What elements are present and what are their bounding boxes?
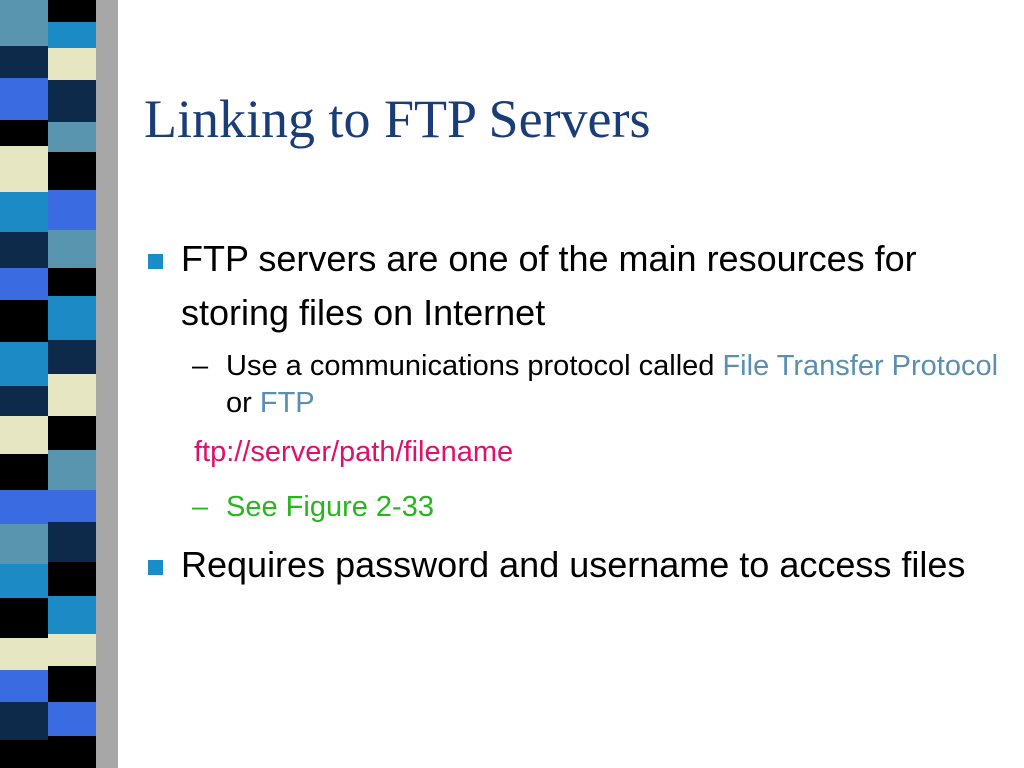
strip-tile: [48, 702, 96, 736]
strip-column-left: [0, 0, 48, 768]
strip-tile: [48, 296, 96, 340]
square-bullet-icon: [148, 254, 163, 269]
strip-tile: [0, 342, 48, 386]
highlight-ftp: FTP: [259, 387, 315, 419]
strip-tile: [48, 340, 96, 374]
dash-bullet-icon: –: [192, 350, 209, 382]
figure-reference-text: See Figure 2-33: [226, 491, 434, 523]
figure-reference-item: – See Figure 2-33: [146, 489, 1006, 526]
strip-tile: [0, 670, 48, 702]
strip-tile: [48, 450, 96, 490]
strip-tile: [48, 48, 96, 80]
dash-bullet-icon: –: [192, 491, 209, 523]
strip-column-right: [48, 0, 96, 768]
strip-tile: [48, 190, 96, 230]
strip-tile: [48, 230, 96, 268]
bullet-item: Requires password and username to access…: [146, 538, 1006, 592]
strip-tile: [48, 80, 96, 122]
strip-tile: [48, 562, 96, 596]
strip-tile: [0, 386, 48, 416]
strip-shadow: [96, 0, 118, 768]
strip-tile: [0, 192, 48, 232]
strip-tile: [48, 490, 96, 522]
sub-bullet-connector: or: [226, 387, 252, 419]
url-line: ftp://server/path/filename: [146, 434, 1006, 471]
strip-tile: [48, 416, 96, 450]
strip-tile: [48, 596, 96, 634]
strip-tile: [0, 598, 48, 638]
strip-tile: [0, 524, 48, 564]
sub-bullet-text: Use a communications protocol called: [226, 350, 715, 382]
strip-tile: [48, 736, 96, 768]
bullet-text: Requires password and username to access…: [181, 544, 966, 585]
strip-tile: [0, 300, 48, 342]
slide-body: FTP servers are one of the main resource…: [146, 232, 1006, 592]
bullet-text: FTP servers are one of the main resource…: [181, 238, 917, 333]
strip-tile: [0, 232, 48, 268]
strip-tile: [0, 146, 48, 192]
strip-tile: [0, 638, 48, 670]
strip-tile: [48, 634, 96, 666]
strip-tile: [0, 0, 48, 46]
strip-tile: [48, 0, 96, 22]
ftp-url-text: ftp://server/path/filename: [194, 436, 514, 468]
strip-tile: [48, 152, 96, 190]
decorative-strip: [0, 0, 118, 768]
strip-tile: [0, 46, 48, 78]
strip-tile: [0, 702, 48, 740]
strip-tile: [48, 522, 96, 562]
square-bullet-icon: [148, 560, 163, 575]
strip-tile: [48, 268, 96, 296]
strip-tile: [0, 78, 48, 120]
strip-tile: [48, 122, 96, 152]
strip-tile: [0, 490, 48, 524]
strip-tile: [0, 564, 48, 598]
strip-tile: [0, 454, 48, 490]
strip-tile: [48, 666, 96, 702]
strip-tile: [48, 22, 96, 48]
sub-bullet-item: – Use a communications protocol called F…: [146, 348, 1006, 422]
bullet-item: FTP servers are one of the main resource…: [146, 232, 1006, 340]
highlight-file-transfer-protocol: File Transfer Protocol: [722, 350, 999, 382]
strip-tile: [0, 740, 48, 768]
strip-tile: [0, 120, 48, 146]
strip-tile: [0, 268, 48, 300]
strip-tile: [48, 374, 96, 416]
slide-title: Linking to FTP Servers: [144, 89, 651, 149]
strip-tile: [0, 416, 48, 454]
